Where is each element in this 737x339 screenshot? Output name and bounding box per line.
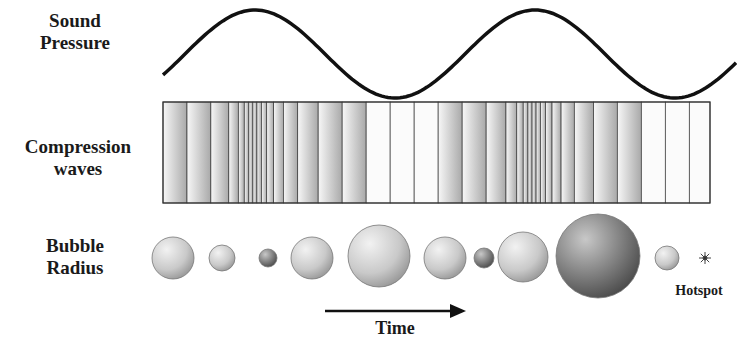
compression-cell — [528, 102, 532, 203]
compression-cell — [298, 102, 318, 203]
compression-cell — [574, 102, 593, 203]
compression-cell — [462, 102, 486, 203]
compression-cell — [486, 102, 506, 203]
compression-cell — [546, 102, 553, 203]
compression-cell — [552, 102, 561, 203]
time-arrow — [325, 310, 455, 313]
hotspot-star — [699, 252, 711, 264]
compression-cell — [274, 102, 284, 203]
band-outline — [163, 102, 710, 203]
compression-cell — [249, 102, 253, 203]
compression-band — [163, 102, 710, 203]
compression-cell — [540, 102, 545, 203]
compression-cell — [366, 102, 390, 203]
compression-cell — [238, 102, 244, 203]
compression-cell — [261, 102, 266, 203]
compression-cell — [318, 102, 342, 203]
compression-cell — [641, 102, 665, 203]
compression-cell — [689, 102, 710, 203]
arrow-head — [450, 304, 466, 318]
compression-cell — [211, 102, 229, 203]
compression-cell — [523, 102, 528, 203]
star-core — [703, 256, 707, 260]
row-label: Compression waves — [3, 136, 153, 180]
bubbles — [152, 214, 679, 298]
compression-cell — [665, 102, 689, 203]
compression-cell — [229, 102, 239, 203]
compression-cell — [267, 102, 274, 203]
compression-cell — [536, 102, 540, 203]
hotspot-label: Hotspot — [664, 283, 734, 299]
compression-cell — [517, 102, 523, 203]
compression-cell — [283, 102, 297, 203]
axis-label: Time — [355, 318, 435, 339]
compression-cell — [438, 102, 462, 203]
compression-cell — [257, 102, 261, 203]
compression-cell — [506, 102, 517, 203]
compression-cell — [163, 102, 187, 203]
compression-cell — [414, 102, 438, 203]
compression-cell — [561, 102, 574, 203]
compression-cell — [244, 102, 249, 203]
compression-cell — [532, 102, 536, 203]
compression-cell — [594, 102, 618, 203]
compression-cell — [617, 102, 641, 203]
compression-cell — [390, 102, 414, 203]
compression-cell — [187, 102, 211, 203]
compression-cell — [342, 102, 366, 203]
sine-wave — [163, 10, 736, 98]
row-label: Sound Pressure — [20, 10, 130, 54]
compression-cell — [253, 102, 257, 203]
row-label: Bubble Radius — [20, 235, 130, 279]
